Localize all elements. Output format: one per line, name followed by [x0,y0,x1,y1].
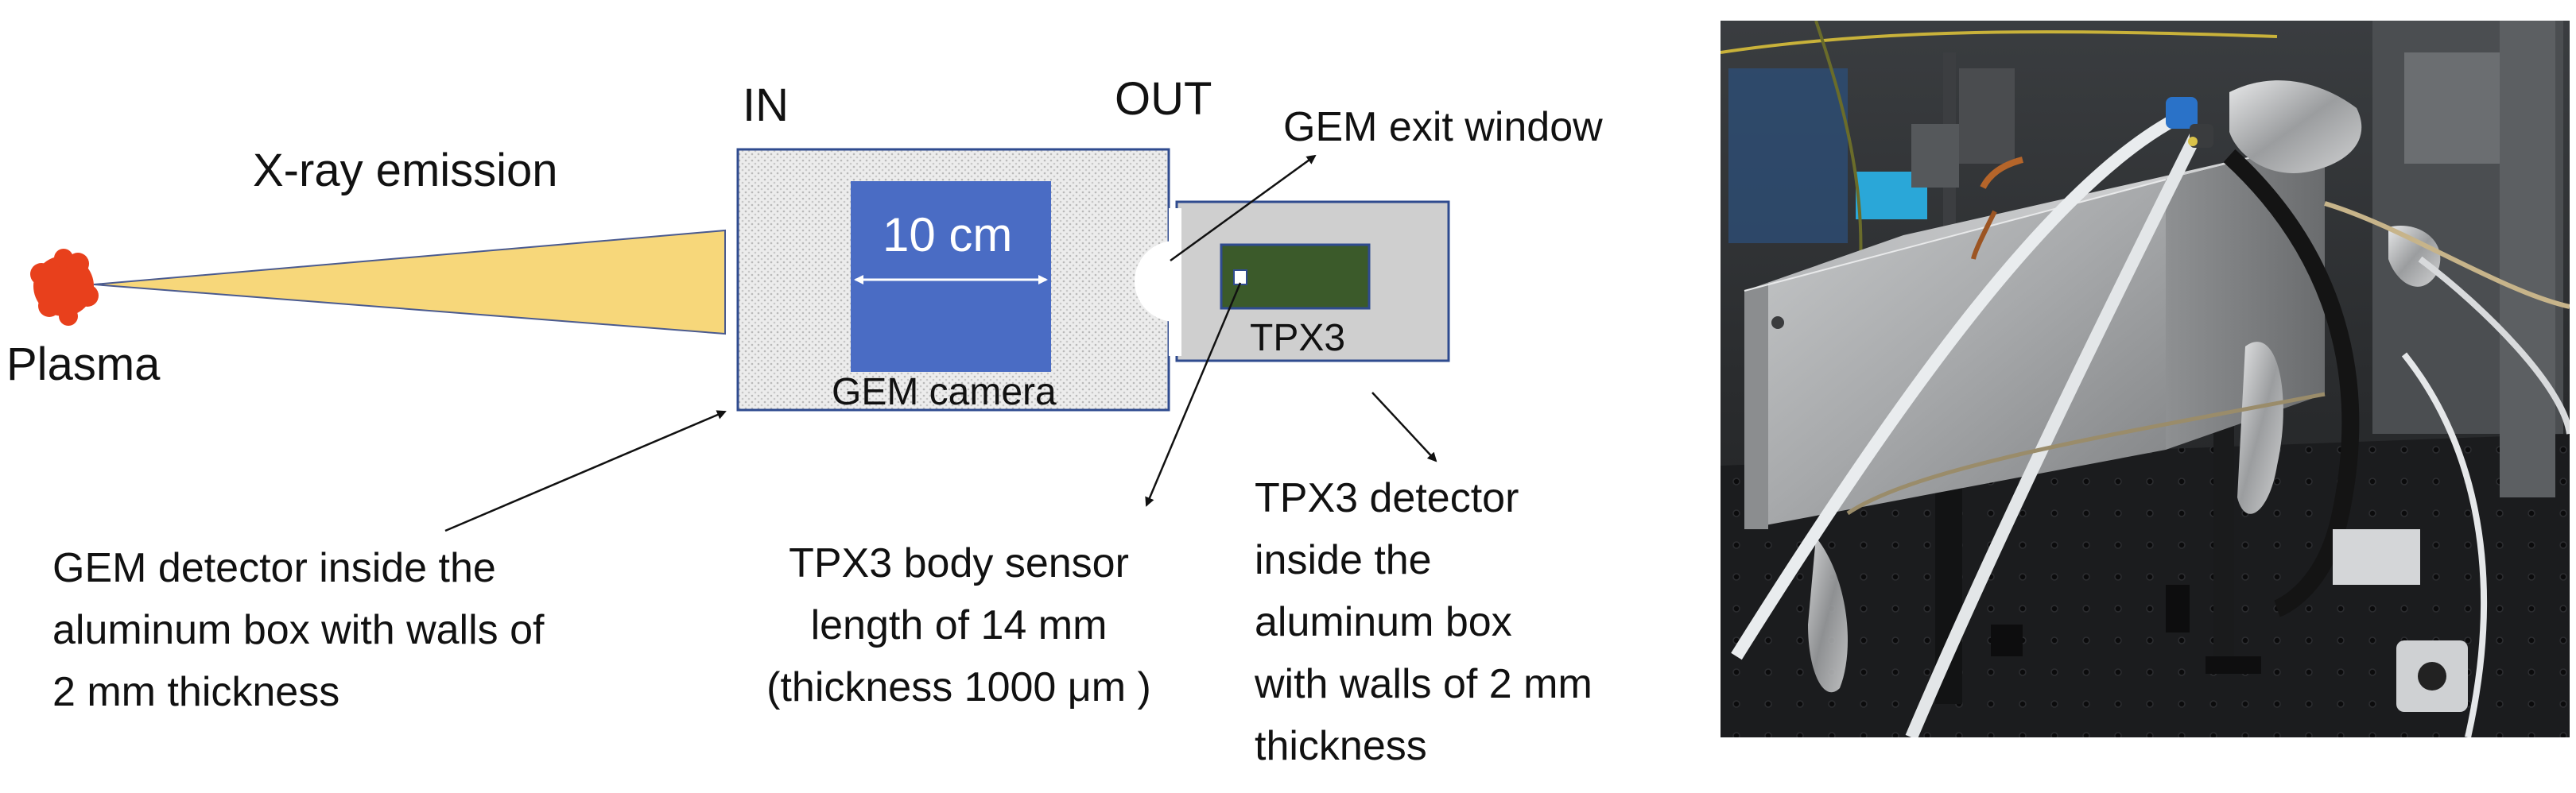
gem-detector-caption: GEM detector inside the aluminum box wit… [52,537,544,723]
arrow-exit-window [1170,154,1317,262]
arrow-tpx3-detector [1371,392,1437,462]
caption-line: TPX3 detector [1255,475,1519,521]
lab-setup-photo [1721,21,2570,737]
in-label: IN [743,79,789,131]
caption-line: 2 mm thickness [52,669,340,715]
plasma-icon [30,249,99,326]
xray-cone [93,229,726,335]
tpx3-label: TPX3 [1250,317,1346,359]
arrow-tpx3-sensor [1145,282,1242,507]
tpx3-detector-caption: TPX3 detector inside the aluminum box wi… [1255,467,1593,777]
caption-line: (thickness 1000 μm ) [766,664,1151,710]
xray-emission-label: X-ray emission [253,145,558,196]
arrow-gem-detector [444,410,727,532]
exit-window-label: GEM exit window [1283,104,1603,150]
tpx3-chip [1233,269,1247,285]
dimension-label: 10 cm [883,208,1013,261]
caption-line: GEM detector inside the [52,545,496,591]
tpx3-sensor-caption: TPX3 body sensor length of 14 mm (thickn… [728,532,1189,718]
gem-camera-label: GEM camera [832,371,1057,413]
setup-schematic [30,148,1450,532]
caption-line: aluminum box with walls of [52,607,545,653]
caption-line: thickness [1255,723,1427,769]
caption-line: aluminum box [1255,599,1512,645]
caption-line: TPX3 body sensor [789,540,1129,586]
exit-window [1135,240,1176,323]
plasma-label: Plasma [6,338,161,390]
caption-line: inside the [1255,537,1432,583]
out-label: OUT [1115,73,1212,125]
caption-line: with walls of 2 mm [1255,661,1593,707]
caption-line: length of 14 mm [810,602,1108,648]
